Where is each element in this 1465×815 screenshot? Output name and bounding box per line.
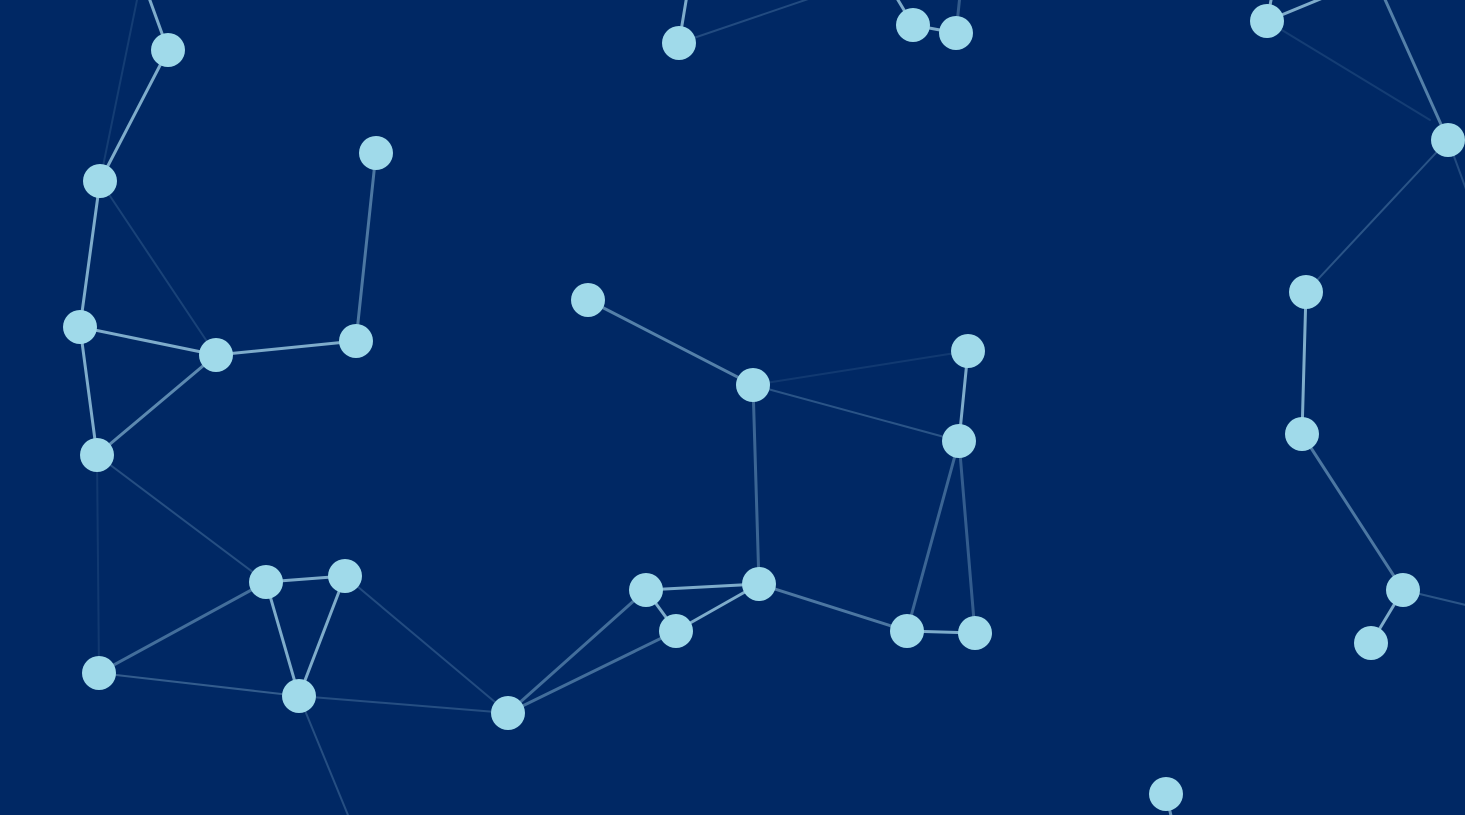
network-node [491, 696, 525, 730]
network-node [80, 438, 114, 472]
network-node [63, 310, 97, 344]
network-edge [1300, 290, 1308, 436]
network-edge [214, 339, 358, 357]
network-edge [297, 574, 347, 698]
network-node [629, 573, 663, 607]
network-node [83, 164, 117, 198]
network-edge [298, 695, 350, 815]
network-node [1285, 417, 1319, 451]
network-edge [506, 629, 678, 715]
network-edge [264, 580, 301, 698]
network-node [328, 559, 362, 593]
network-node [1289, 275, 1323, 309]
network-node [359, 136, 393, 170]
network-node [339, 324, 373, 358]
network-edge [99, 180, 217, 356]
network-node [199, 338, 233, 372]
network-edge [644, 582, 761, 592]
network-edge [96, 454, 267, 583]
network-edge [95, 353, 218, 457]
network-node [951, 334, 985, 368]
network-node [1386, 573, 1420, 607]
network-edge [751, 383, 761, 586]
network-node [82, 656, 116, 690]
network-edge [506, 588, 648, 715]
network-edge [586, 298, 755, 387]
network-edge [344, 575, 509, 714]
network-node [659, 614, 693, 648]
network-edge [78, 325, 99, 457]
network-edge [678, 0, 809, 44]
network-node [890, 614, 924, 648]
network-node [1149, 777, 1183, 811]
network-edge [97, 580, 268, 675]
network-node [939, 16, 973, 50]
network-node [742, 567, 776, 601]
network-node [896, 8, 930, 42]
node-layer [63, 4, 1465, 811]
network-edge [96, 454, 100, 674]
network-edge [1305, 139, 1449, 293]
network-edge [78, 325, 218, 357]
network-edge [1300, 432, 1405, 592]
network-node [958, 616, 992, 650]
network-node [282, 679, 316, 713]
edge-layer [78, 0, 1465, 815]
network-edge [78, 179, 102, 329]
network-edge [752, 350, 969, 386]
network-node [151, 33, 185, 67]
network-node [1354, 626, 1388, 660]
network-node [571, 283, 605, 317]
network-edge [98, 48, 170, 183]
network-edge [298, 695, 509, 714]
network-edge [354, 151, 378, 343]
network-edge [1383, 0, 1450, 142]
network-node [736, 368, 770, 402]
network-node [942, 424, 976, 458]
network-edge [98, 672, 300, 697]
network-edge [757, 582, 909, 633]
network-node [1250, 4, 1284, 38]
network-node [249, 565, 283, 599]
network-node [662, 26, 696, 60]
network-node [1431, 123, 1465, 157]
network-edge [905, 439, 961, 633]
network-edge [1266, 20, 1431, 121]
network-edge [957, 439, 977, 635]
network-edge [752, 384, 960, 442]
network-edge [99, 0, 138, 182]
